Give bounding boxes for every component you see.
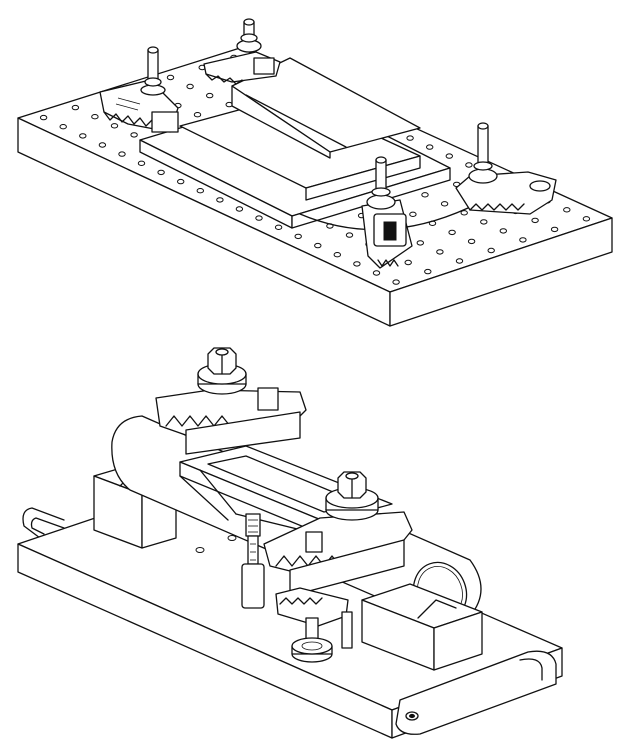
plate-hole [550, 226, 559, 233]
plate-hole [91, 114, 99, 120]
plate-hole [216, 197, 224, 203]
plate-hole [448, 229, 456, 236]
plate-hole [274, 224, 283, 231]
plate-hole [333, 252, 341, 258]
plate-hole [409, 211, 417, 218]
plate-hole [372, 270, 381, 276]
tapered-wedge [231, 57, 421, 159]
toothed-clamp [263, 471, 413, 597]
plate-hole [166, 74, 175, 81]
plate-hole [416, 240, 424, 246]
toothed-clamp [275, 587, 353, 649]
plate-hole [235, 206, 244, 212]
plate-hole [206, 92, 214, 99]
v-block [361, 583, 483, 671]
plate-hole [137, 160, 146, 167]
plate-hole [71, 104, 80, 111]
plate-hole [130, 132, 138, 138]
plate-hole [436, 249, 444, 255]
plate-hole [118, 151, 126, 157]
plate-hole [480, 219, 488, 225]
plate-hole [563, 207, 571, 213]
plate-hole [455, 258, 464, 264]
plate-hole [499, 228, 507, 234]
plate-hole [193, 112, 202, 118]
plate-hole [79, 133, 87, 139]
toothed-clamp [455, 122, 557, 215]
plate-hole [392, 279, 400, 285]
plate-hole [426, 144, 434, 150]
plate-hole [110, 123, 119, 129]
adjustable-support-foot [291, 617, 333, 663]
plate-hole [424, 268, 432, 275]
plate-hole [345, 232, 354, 238]
plate-hole [531, 217, 539, 224]
plate-hole [582, 216, 591, 222]
plate-hole [98, 142, 107, 148]
plate-hole [186, 83, 194, 90]
plate-hole [39, 114, 48, 121]
plate-hole [157, 169, 165, 176]
plate-hole [404, 259, 412, 266]
plate-hole [406, 135, 414, 141]
plate-hole [59, 124, 67, 130]
plate-hole [255, 215, 263, 221]
plate-hole [177, 178, 185, 185]
plate-hole [314, 242, 322, 249]
plate-hole [519, 237, 527, 243]
toothed-clamp [203, 18, 281, 85]
plate-hole [294, 233, 302, 240]
bottom-view [17, 347, 563, 739]
threaded-support-post [241, 513, 265, 609]
toothed-clamp [155, 347, 307, 455]
plate-hole [465, 162, 473, 168]
plate-hole [440, 201, 449, 207]
plate-hole [467, 238, 476, 245]
toothed-clamp [361, 156, 413, 269]
plate-hole [445, 153, 453, 159]
plate-hole [196, 188, 205, 194]
plate-hole [421, 192, 429, 198]
toothed-clamp [99, 46, 179, 133]
plate-hole [353, 261, 361, 267]
top-view [17, 18, 613, 327]
plate-hole [460, 210, 468, 216]
plate-hole [487, 247, 495, 254]
